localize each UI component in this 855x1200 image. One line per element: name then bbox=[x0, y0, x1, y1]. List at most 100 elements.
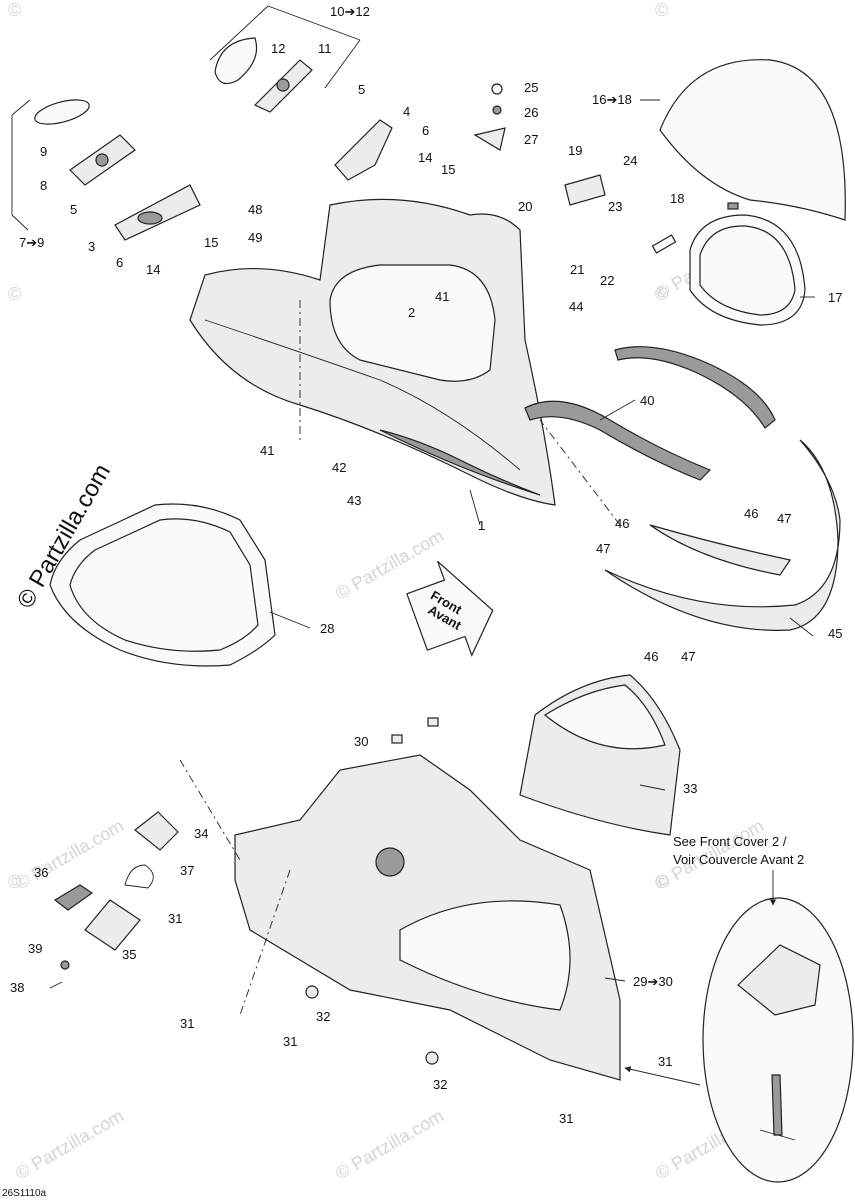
mirror-pivot-part bbox=[95, 153, 109, 167]
front-cover-assembly bbox=[189, 198, 556, 506]
spring-clip-part bbox=[124, 864, 154, 889]
nut-part bbox=[391, 734, 403, 744]
callout-label: 31 bbox=[180, 1016, 194, 1031]
callout-label: 48 bbox=[248, 202, 262, 217]
lever-part bbox=[53, 884, 94, 911]
callout-label: 12 bbox=[271, 41, 285, 56]
watermark-copyright-icon: © bbox=[8, 0, 21, 20]
callout-label: 41 bbox=[435, 289, 449, 304]
callout-label: 3 bbox=[88, 239, 95, 254]
mirror-cover-part bbox=[114, 184, 201, 241]
callout-label: 4 bbox=[403, 104, 410, 119]
inset-ellipse bbox=[702, 897, 854, 1183]
nut-part bbox=[427, 717, 439, 727]
callout-label: 1 bbox=[478, 518, 485, 533]
callout-label: 22 bbox=[600, 273, 614, 288]
callout-label: 46 bbox=[744, 506, 758, 521]
bracket-part bbox=[334, 119, 393, 181]
mirror-glass-part bbox=[214, 37, 258, 85]
callout-label: 25 bbox=[524, 80, 538, 95]
callout-label: 42 bbox=[332, 460, 346, 475]
frame-opening-part bbox=[399, 900, 571, 1011]
callout-label: 45 bbox=[828, 626, 842, 641]
callout-label: 7➔9 bbox=[19, 235, 44, 250]
watermark-copyright-icon: © bbox=[8, 284, 21, 304]
callout-bracket bbox=[11, 99, 31, 231]
mirror-glass-part bbox=[34, 99, 90, 125]
bumper-part bbox=[604, 439, 841, 631]
watermark-copyright-icon: © bbox=[8, 872, 21, 892]
callout-label: 43 bbox=[347, 493, 361, 508]
callout-label: 30 bbox=[354, 734, 368, 749]
watermark-copyright-icon: © bbox=[655, 284, 668, 304]
callout-label: 2 bbox=[408, 305, 415, 320]
seal-strip-part bbox=[651, 234, 677, 254]
callout-label: 31 bbox=[283, 1034, 297, 1049]
hinge-part bbox=[564, 174, 606, 206]
storage-opening-part bbox=[329, 264, 496, 382]
callout-label: 19 bbox=[568, 143, 582, 158]
callout-label: 16➔18 bbox=[592, 92, 632, 107]
callout-label: 47 bbox=[777, 511, 791, 526]
callout-label: 9 bbox=[40, 144, 47, 159]
strut-part bbox=[771, 1074, 783, 1136]
callout-label: 21 bbox=[570, 262, 584, 277]
screw-part bbox=[491, 83, 503, 95]
callout-label: 49 bbox=[248, 230, 262, 245]
watermark-small: © Partzilla.com bbox=[12, 815, 127, 893]
nut-part bbox=[425, 1051, 439, 1065]
callout-label: 39 bbox=[28, 941, 42, 956]
watermark-copyright-icon: © bbox=[655, 0, 668, 20]
callout-label: 31 bbox=[168, 911, 182, 926]
latch-base-part bbox=[84, 899, 141, 951]
clip-part bbox=[473, 127, 506, 151]
cross-reference-note-line-1: See Front Cover 2 / bbox=[673, 834, 787, 849]
callout-label: 41 bbox=[260, 443, 274, 458]
callout-label: 14 bbox=[418, 150, 432, 165]
gasket-inner-part bbox=[69, 518, 259, 652]
callout-label: 38 bbox=[10, 980, 24, 995]
callout-labels: 10➔12 12 11 5 4 6 25 26 27 16➔18 9 8 5 3… bbox=[10, 4, 842, 1126]
watermark-small: © Partzilla.com bbox=[12, 1105, 127, 1183]
mirror-pivot-part bbox=[276, 78, 290, 92]
callout-label: 32 bbox=[316, 1009, 330, 1024]
callout-label: 26 bbox=[524, 105, 538, 120]
callout-label: 5 bbox=[358, 82, 365, 97]
callout-label: 47 bbox=[681, 649, 695, 664]
cover-contour bbox=[204, 319, 521, 471]
callout-label: 36 bbox=[34, 865, 48, 880]
windshield-part bbox=[659, 59, 846, 221]
reference-arrow bbox=[624, 1066, 701, 1086]
washer-part bbox=[60, 960, 70, 970]
trim-stripe-part bbox=[379, 429, 541, 496]
tab-part bbox=[727, 202, 739, 210]
upper-parts bbox=[11, 5, 846, 326]
frame-knob-part bbox=[375, 847, 405, 877]
callout-label: 44 bbox=[569, 299, 583, 314]
callout-label: 46 bbox=[644, 649, 658, 664]
callout-label: 32 bbox=[433, 1077, 447, 1092]
bin-opening-part bbox=[543, 684, 666, 750]
callout-label: 35 bbox=[122, 947, 136, 962]
callout-label: 8 bbox=[40, 178, 47, 193]
watermark-copyright-icon: © bbox=[655, 872, 668, 892]
duct-tube-part bbox=[614, 346, 776, 429]
callout-label: 34 bbox=[194, 826, 208, 841]
latch-assembly-part bbox=[737, 944, 821, 1016]
front-arrow-icon bbox=[406, 560, 494, 657]
screw-part bbox=[49, 981, 63, 989]
latch-part bbox=[134, 811, 179, 851]
inset-front-cover-2: See Front Cover 2 / Voir Couvercle Avant… bbox=[624, 834, 854, 1183]
callout-label: 6 bbox=[422, 123, 429, 138]
callout-label: 47 bbox=[596, 541, 610, 556]
front-direction-arrow: Front Avant bbox=[406, 560, 494, 657]
nut-part bbox=[305, 985, 319, 999]
callout-label: 29➔30 bbox=[633, 974, 673, 989]
bumper-trim-part bbox=[649, 524, 791, 576]
callout-label: 18 bbox=[670, 191, 684, 206]
gasket-inner-part bbox=[699, 225, 796, 316]
callout-label: 24 bbox=[623, 153, 637, 168]
callout-label: 20 bbox=[518, 199, 532, 214]
callout-label: 10➔12 bbox=[330, 4, 370, 19]
